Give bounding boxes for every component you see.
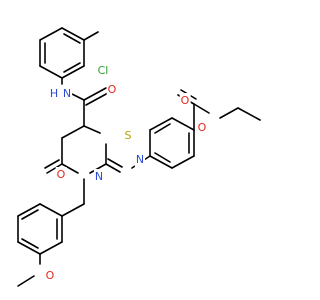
molecule-structure: Cl N H O S N N O O O O [17,27,261,287]
bond [39,65,63,79]
bond [61,163,79,174]
bond [154,152,171,163]
atom-labels: Cl N H O S N N O O O O [44,63,208,283]
bond [21,209,39,220]
chlorine-atom: Cl [98,64,109,77]
molecule-canvas: Cl N H O S N N O O O O [17,27,261,287]
atom-label-backdrop [134,152,146,167]
ring-sulfur-atom: S [125,129,132,142]
bond [171,117,195,131]
bond [21,238,39,249]
bond [237,107,261,121]
bond [85,92,109,106]
bond [219,107,239,119]
atom-label-backdrop [48,86,60,101]
atom-label-backdrop [93,169,105,184]
bond [61,203,85,217]
bond [83,125,101,134]
amide-nitrogen-atom: N [63,87,71,100]
atom-label-backdrop [96,63,110,78]
bond [193,103,210,114]
bond [61,125,85,139]
bond [83,31,99,41]
atom-label-backdrop [196,120,208,135]
amide-oxygen-atom: O [108,83,117,96]
bond [61,27,85,41]
atom-label-backdrop [55,167,67,182]
bond [107,158,123,168]
bond [17,203,41,217]
bond [17,241,41,255]
atom-label-backdrop [44,268,56,283]
ester-carbonyl-oxygen-atom: O [181,94,190,107]
amide-hydrogen-atom: H [50,87,58,100]
bond [149,117,173,131]
bond [105,163,121,173]
atom-label-backdrop [61,86,73,101]
bond [17,275,35,287]
bond [63,62,81,73]
methoxy-oxygen-atom: O [46,269,55,282]
bond [149,155,173,169]
bond [39,27,63,41]
bond [83,87,107,101]
ring-nitrogen-atom: N [95,170,103,183]
bond [171,155,195,169]
bond [44,159,60,169]
bond [63,33,81,44]
bond [89,163,107,174]
ring-carbonyl-oxygen-atom: O [57,168,66,181]
atom-label-backdrop [123,128,133,143]
atom-label-backdrop [179,93,191,108]
atom-label-backdrop [106,82,118,97]
bond [46,163,63,174]
ester-oxygen-atom: O [198,121,207,134]
imine-nitrogen-atom: N [136,153,144,166]
bond [154,123,171,134]
bond [39,203,63,217]
bond [61,65,85,79]
bond [39,241,63,255]
